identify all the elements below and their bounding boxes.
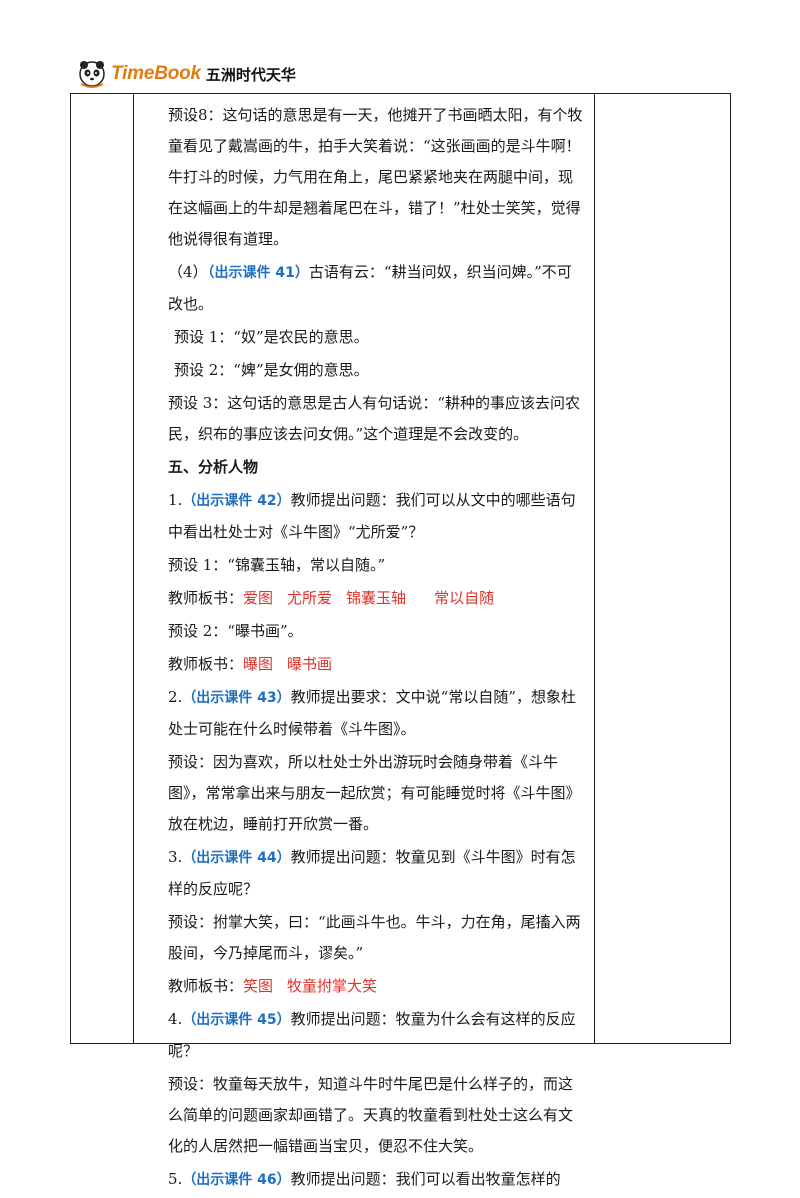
answer-2: 预设：因为喜欢，所以杜处士外出游玩时会随身带着《斗牛图》，常常拿出来与朋友一起欣… xyxy=(168,753,581,833)
preset-3: 预设 3：这句话的意思是古人有句话说：“耕种的事应该去问农民，织布的事应该去问女… xyxy=(168,394,580,443)
answer-1-preset-2: 预设 2：“曝书画”。 xyxy=(168,622,303,640)
courseware-ref-44: （出示课件 44） xyxy=(182,850,291,866)
table-divider-right xyxy=(594,93,595,1044)
table-right-border xyxy=(730,93,731,1044)
logo-text-en: TimeBook xyxy=(111,63,201,84)
item-4: （4）（出示课件 41）古语有云：“耕当问奴，织当问婢。”不可改也。 xyxy=(168,263,572,313)
question-1: 1.（出示课件 42）教师提出问题：我们可以从文中的哪些语句中看出杜处士对《斗牛… xyxy=(168,491,576,541)
question-5: 5.（出示课件 46）教师提出问题：我们可以看出牧童怎样的 xyxy=(168,1170,561,1188)
panda-logo-icon xyxy=(79,61,105,88)
table-bottom-border xyxy=(70,1043,731,1044)
courseware-ref-42: （出示课件 42） xyxy=(182,493,291,509)
logo-text-cn: 五洲时代天华 xyxy=(205,65,296,84)
preset-8: 预设8：这句话的意思是有一天，他摊开了书画晒太阳，有个牧童看见了戴嵩画的牛，拍手… xyxy=(168,106,583,248)
question-3: 3.（出示课件 44）教师提出问题：牧童见到《斗牛图》时有怎样的反应呢？ xyxy=(168,848,576,898)
answer-1-preset-1: 预设 1：“锦囊玉轴，常以自随。” xyxy=(168,556,386,574)
courseware-ref-46: （出示课件 46） xyxy=(182,1172,291,1188)
board-note-1: 教师板书：爱图尤所爱锦囊玉轴常以自随 xyxy=(168,589,495,607)
table-divider-left xyxy=(133,93,134,1044)
courseware-ref-45: （出示课件 45） xyxy=(182,1012,291,1028)
table-top-border xyxy=(70,93,731,94)
courseware-ref-41: （出示课件 41） xyxy=(207,265,309,281)
lesson-content: 预设8：这句话的意思是有一天，他摊开了书画晒太阳，有个牧童看见了戴嵩画的牛，拍手… xyxy=(146,100,586,1198)
courseware-ref-43: （出示课件 43） xyxy=(182,690,291,706)
answer-4: 预设：牧童每天放牛，知道斗牛时牛尾巴是什么样子的，而这么简单的问题画家却画错了。… xyxy=(168,1075,574,1155)
answer-3: 预设：拊掌大笑，曰：“此画斗牛也。牛斗，力在角，尾搐入两股间，今乃掉尾而斗，谬矣… xyxy=(168,913,581,962)
preset-2: 预设 2：“婢”是女佣的意思。 xyxy=(174,361,369,379)
preset-1: 预设 1：“奴”是农民的意思。 xyxy=(174,328,369,346)
question-4: 4.（出示课件 45）教师提出问题：牧童为什么会有这样的反应呢？ xyxy=(168,1010,576,1060)
board-note-3: 教师板书：笑图牧童拊掌大笑 xyxy=(168,977,378,995)
timebook-logo: TimeBook 五洲时代天华 xyxy=(78,60,296,88)
table-left-border xyxy=(70,93,71,1044)
board-note-2: 教师板书：曝图曝书画 xyxy=(168,655,333,673)
section-heading: 五、分析人物 xyxy=(168,458,259,476)
question-2: 2.（出示课件 43）教师提出要求：文中说“常以自随”，想象杜处士可能在什么时候… xyxy=(168,688,577,738)
